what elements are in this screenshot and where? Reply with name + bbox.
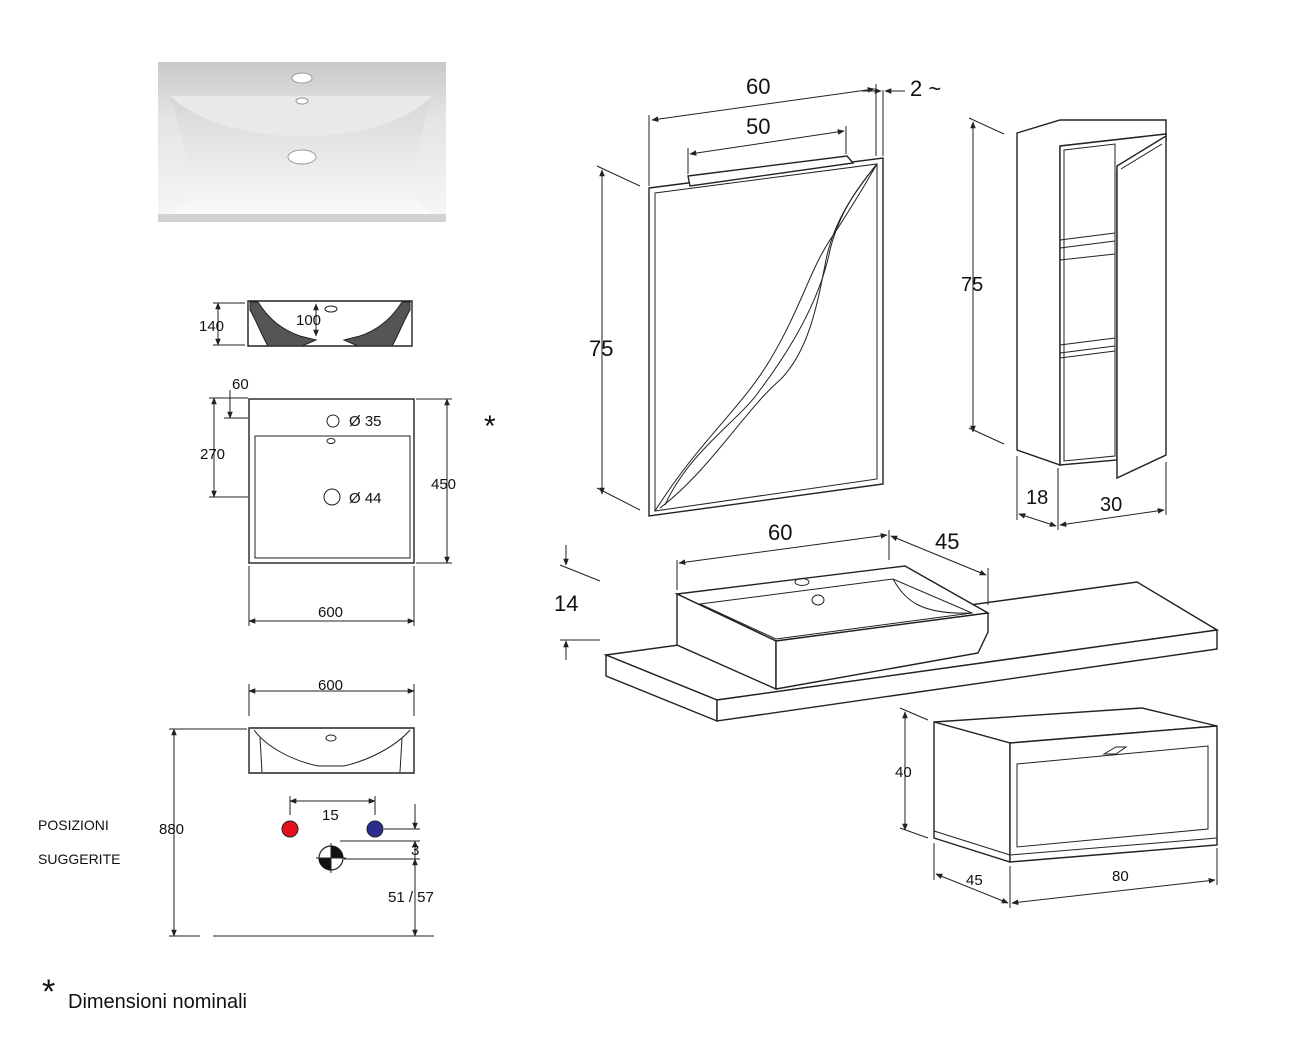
- plan-drain-offset-label: 270: [200, 446, 225, 463]
- drawer-height-label: 40: [895, 764, 912, 781]
- suggested-positions-line2: SUGGERITE: [38, 851, 121, 867]
- drain-hole-icon: [287, 149, 317, 165]
- column-depth-label: 18: [1026, 487, 1048, 509]
- mirror-drawing: 60 50 2 ~ 75: [589, 74, 941, 517]
- column-height-label: 75: [961, 274, 983, 296]
- suggested-positions-title-2: SUGGERITE: [38, 851, 120, 867]
- plan-hole-offset-label: 60: [232, 376, 249, 393]
- hot-water-point-icon: [281, 820, 299, 838]
- tap-hole-label: Ø 35: [349, 413, 382, 430]
- mirror-width-label: 60: [746, 74, 770, 99]
- mirror-height-label: 75: [589, 336, 613, 361]
- drawer-width-label: 80: [1112, 868, 1129, 885]
- column-width-label: 30: [1100, 494, 1122, 516]
- mirror-wall-gap-label: 2 ~: [910, 76, 941, 101]
- drawer-unit-drawing: 40 45 80: [895, 707, 1218, 908]
- overflow-hole-icon: [295, 97, 309, 105]
- section-depth-label: 100: [296, 312, 321, 329]
- cold-water-point-icon: [366, 820, 384, 838]
- suggested-positions-title: POSIZIONI: [38, 817, 109, 833]
- vessel-width-label: 60: [768, 520, 792, 545]
- section-height-label: 140: [199, 318, 224, 335]
- drain-hole-label: Ø 44: [349, 490, 382, 507]
- drain-point-icon: [316, 843, 346, 873]
- basin-section: 140 100: [199, 300, 413, 347]
- drawer-depth-label: 45: [966, 872, 983, 889]
- column-cabinet-drawing: 75 18 30: [961, 117, 1167, 530]
- mirror-lamp: [687, 155, 855, 187]
- vessel-depth-label: 45: [935, 529, 959, 554]
- drain-hole-circle: [323, 488, 341, 506]
- vessel-height-label: 14: [554, 591, 578, 616]
- installation-diagram: 600 880 15 3 51 / 57: [159, 677, 434, 937]
- tap-spacing-label: 15: [322, 807, 339, 824]
- column-door: [1116, 134, 1167, 480]
- footnote-text: Dimensioni nominali: [68, 991, 247, 1013]
- install-total-height-label: 880: [159, 821, 184, 838]
- mirror-lamp-width-label: 50: [746, 114, 770, 139]
- install-width-label: 600: [318, 677, 343, 694]
- vessel-top-drawing: 60 45 14: [554, 520, 1220, 723]
- drawer-front: [1016, 745, 1209, 848]
- drain-height-label: 51 / 57: [388, 889, 434, 906]
- plan-asterisk: *: [484, 410, 496, 443]
- tap-offset-label: 3: [411, 842, 419, 859]
- footnote-asterisk: *: [42, 973, 55, 1011]
- plan-depth-label: 450: [431, 476, 456, 493]
- basin-plan: Ø 35 Ø 44 60 270 450 600 *: [200, 376, 496, 626]
- drawer-handle: [1102, 746, 1128, 755]
- suggested-positions-line1: POSIZIONI: [38, 817, 109, 833]
- basin-render: [158, 62, 446, 222]
- tap-hole-circle: [326, 414, 340, 428]
- plan-width-label: 600: [318, 604, 343, 621]
- tap-hole-icon: [291, 72, 313, 84]
